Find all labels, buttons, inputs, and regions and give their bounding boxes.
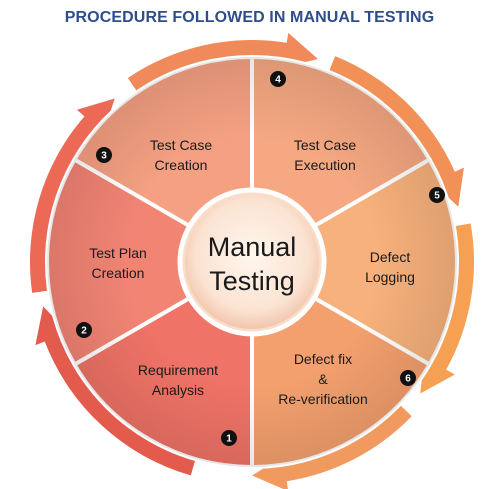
step-label-3: Test Case Creation	[150, 137, 212, 173]
badge-circle	[429, 187, 445, 203]
svg-text:Execution: Execution	[294, 157, 355, 173]
badge-circle	[76, 322, 92, 338]
svg-text:Defect: Defect	[370, 249, 411, 265]
svg-text:&: &	[318, 371, 328, 387]
center-label-line2: Testing	[209, 266, 295, 296]
badge-number: 2	[81, 326, 87, 337]
center-label-line1: Manual	[208, 232, 297, 262]
svg-text:Analysis: Analysis	[152, 382, 204, 398]
step-label-2: Test Plan Creation	[89, 245, 147, 281]
svg-text:Test Plan: Test Plan	[89, 245, 147, 261]
svg-text:Requirement: Requirement	[138, 362, 218, 378]
diagram-title: PROCEDURE FOLLOWED IN MANUAL TESTING	[64, 9, 435, 26]
step-number-badge-4: 4	[270, 71, 286, 87]
svg-text:Test Case: Test Case	[150, 137, 212, 153]
badge-circle	[221, 430, 237, 446]
badge-number: 5	[434, 191, 440, 202]
ring-arrow-4	[328, 56, 464, 207]
step-label-5: Defect Logging	[365, 249, 415, 285]
step-number-badge-6: 6	[400, 370, 416, 386]
step-number-badge-3: 3	[96, 147, 112, 163]
badge-number: 1	[226, 434, 232, 445]
step-number-badge-2: 2	[76, 322, 92, 338]
badge-circle	[270, 71, 286, 87]
badge-number: 4	[275, 75, 281, 86]
step-number-badges: 1 2 3 4 5 6	[76, 71, 445, 446]
step-label-1: Requirement Analysis	[138, 362, 218, 398]
svg-text:Defect fix: Defect fix	[294, 351, 352, 367]
svg-text:Test Case: Test Case	[294, 137, 356, 153]
svg-text:Creation: Creation	[92, 265, 145, 281]
ring-arrow-3	[127, 32, 318, 93]
badge-number: 6	[405, 374, 411, 385]
step-number-badge-5: 5	[429, 187, 445, 203]
badge-circle	[400, 370, 416, 386]
ring-arrow-5	[420, 223, 475, 394]
badge-circle	[96, 147, 112, 163]
svg-text:Re-verification: Re-verification	[278, 391, 367, 407]
svg-text:Creation: Creation	[155, 157, 208, 173]
svg-text:Logging: Logging	[365, 269, 415, 285]
step-label-6: Defect fix & Re-verification	[278, 351, 367, 407]
step-number-badge-1: 1	[221, 430, 237, 446]
ring-arrow-1	[35, 306, 196, 476]
badge-number: 3	[101, 151, 107, 162]
ring-arrow-6	[252, 404, 412, 489]
step-label-4: Test Case Execution	[294, 137, 356, 173]
center-circle-face	[185, 195, 319, 329]
